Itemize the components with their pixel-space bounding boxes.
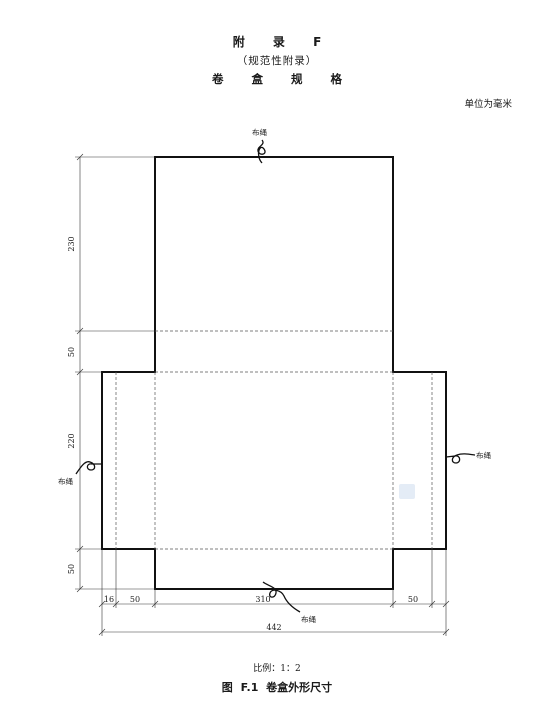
cloth-label-right: 布绳 <box>476 450 491 460</box>
dim-left-side-flap: 50 <box>130 595 140 604</box>
dim-left-margin: 16 <box>104 595 114 604</box>
dim-body-height: 220 <box>67 433 76 448</box>
scale-note: 比例：1：2 <box>253 664 301 674</box>
horizontal-dimensions <box>98 549 450 636</box>
cloth-label-top: 布绳 <box>252 127 267 137</box>
watermark-mark <box>399 484 415 499</box>
box-outline <box>101 156 447 590</box>
cloth-label-bottom: 布绳 <box>301 614 316 624</box>
dim-bottom-flap-height: 50 <box>67 564 76 574</box>
dim-total-width: 442 <box>266 623 281 632</box>
fold-lines <box>115 330 433 550</box>
cloth-label-left: 布绳 <box>58 476 73 486</box>
unit-note: 单位为毫米 <box>464 99 512 110</box>
dim-right-side-flap: 50 <box>408 595 418 604</box>
appendix-header: 附 录 F （规范性附录） 卷 盒 规 格 <box>0 34 554 88</box>
cloth-string-right <box>445 453 476 464</box>
dim-top-flap-height: 230 <box>67 236 76 251</box>
dim-spine-band-height: 50 <box>67 347 76 357</box>
dim-center-width: 310 <box>255 595 270 604</box>
cloth-string-top <box>257 139 266 164</box>
figure-caption: 图 F.1 卷盒外形尺寸 <box>221 681 333 694</box>
vertical-dimensions <box>75 153 155 593</box>
appendix-title: 卷 盒 规 格 <box>211 72 354 86</box>
cloth-string-left <box>75 461 102 475</box>
appendix-label: 附 录 F <box>232 35 334 49</box>
cloth-string-bottom <box>262 581 301 613</box>
appendix-nature: （规范性附录） <box>236 55 318 67</box>
